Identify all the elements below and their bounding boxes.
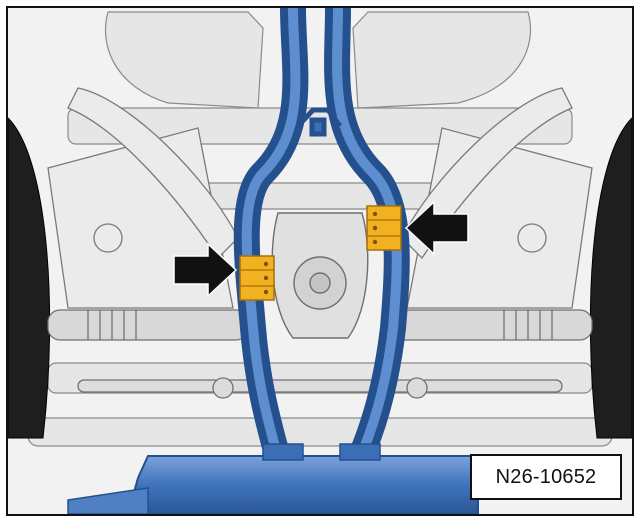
arrow-right-icon [173, 242, 238, 298]
arrow-left-icon [404, 200, 469, 256]
diagram-frame: N26-10652 [6, 6, 634, 516]
drive-shafts [47, 309, 593, 341]
clamp-right [366, 205, 402, 251]
wheel-left [8, 117, 51, 439]
fuel-tank-left [104, 11, 264, 109]
exhaust-undercarriage-diagram [8, 8, 632, 514]
differential [271, 212, 369, 339]
exhaust-hanger [296, 107, 342, 137]
trailing-arm-left [67, 87, 239, 260]
anti-roll-bar [77, 377, 563, 399]
rear-muffler [67, 443, 479, 514]
figure-reference-code: N26-10652 [495, 465, 597, 488]
rear-bumper-beam [27, 417, 613, 447]
drive-shaft-right [391, 309, 593, 341]
figure-reference-box: N26-10652 [470, 454, 622, 500]
wheels [8, 117, 632, 439]
fuel-tank-right [352, 11, 532, 109]
drive-shaft-left [47, 309, 249, 341]
wheel-right [589, 117, 632, 439]
clamp-left [239, 255, 275, 301]
